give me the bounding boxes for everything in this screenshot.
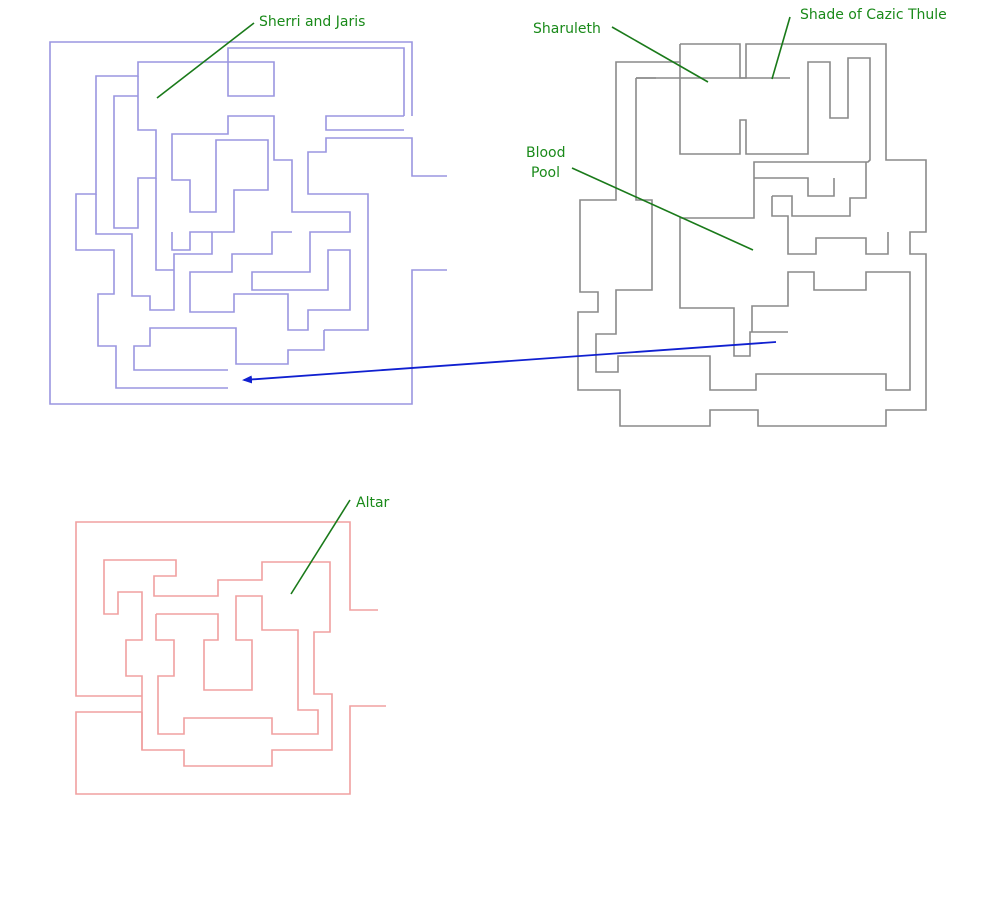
maze-altar — [75, 521, 386, 795]
label-shade-of-cazic-thule: Shade of Cazic Thule — [800, 7, 947, 23]
leader-blood-pool — [571, 167, 754, 251]
leader-altar — [290, 499, 351, 595]
maze-sharuleth — [577, 43, 927, 427]
label-sherri-and-jaris: Sherri and Jaris — [259, 14, 365, 30]
leader-sherri-and-jaris — [156, 22, 255, 99]
label-sharuleth: Sharuleth — [533, 21, 601, 37]
connector-arrow — [242, 341, 777, 384]
label-blood-pool-line-1: Blood — [526, 145, 566, 161]
maze-sherri-and-jaris — [49, 41, 447, 405]
leader-shade-of-cazic-thule — [771, 16, 791, 80]
label-altar: Altar — [356, 495, 390, 511]
leader-sharuleth — [611, 26, 709, 83]
label-blood-pool-line-2: Pool — [531, 165, 560, 181]
